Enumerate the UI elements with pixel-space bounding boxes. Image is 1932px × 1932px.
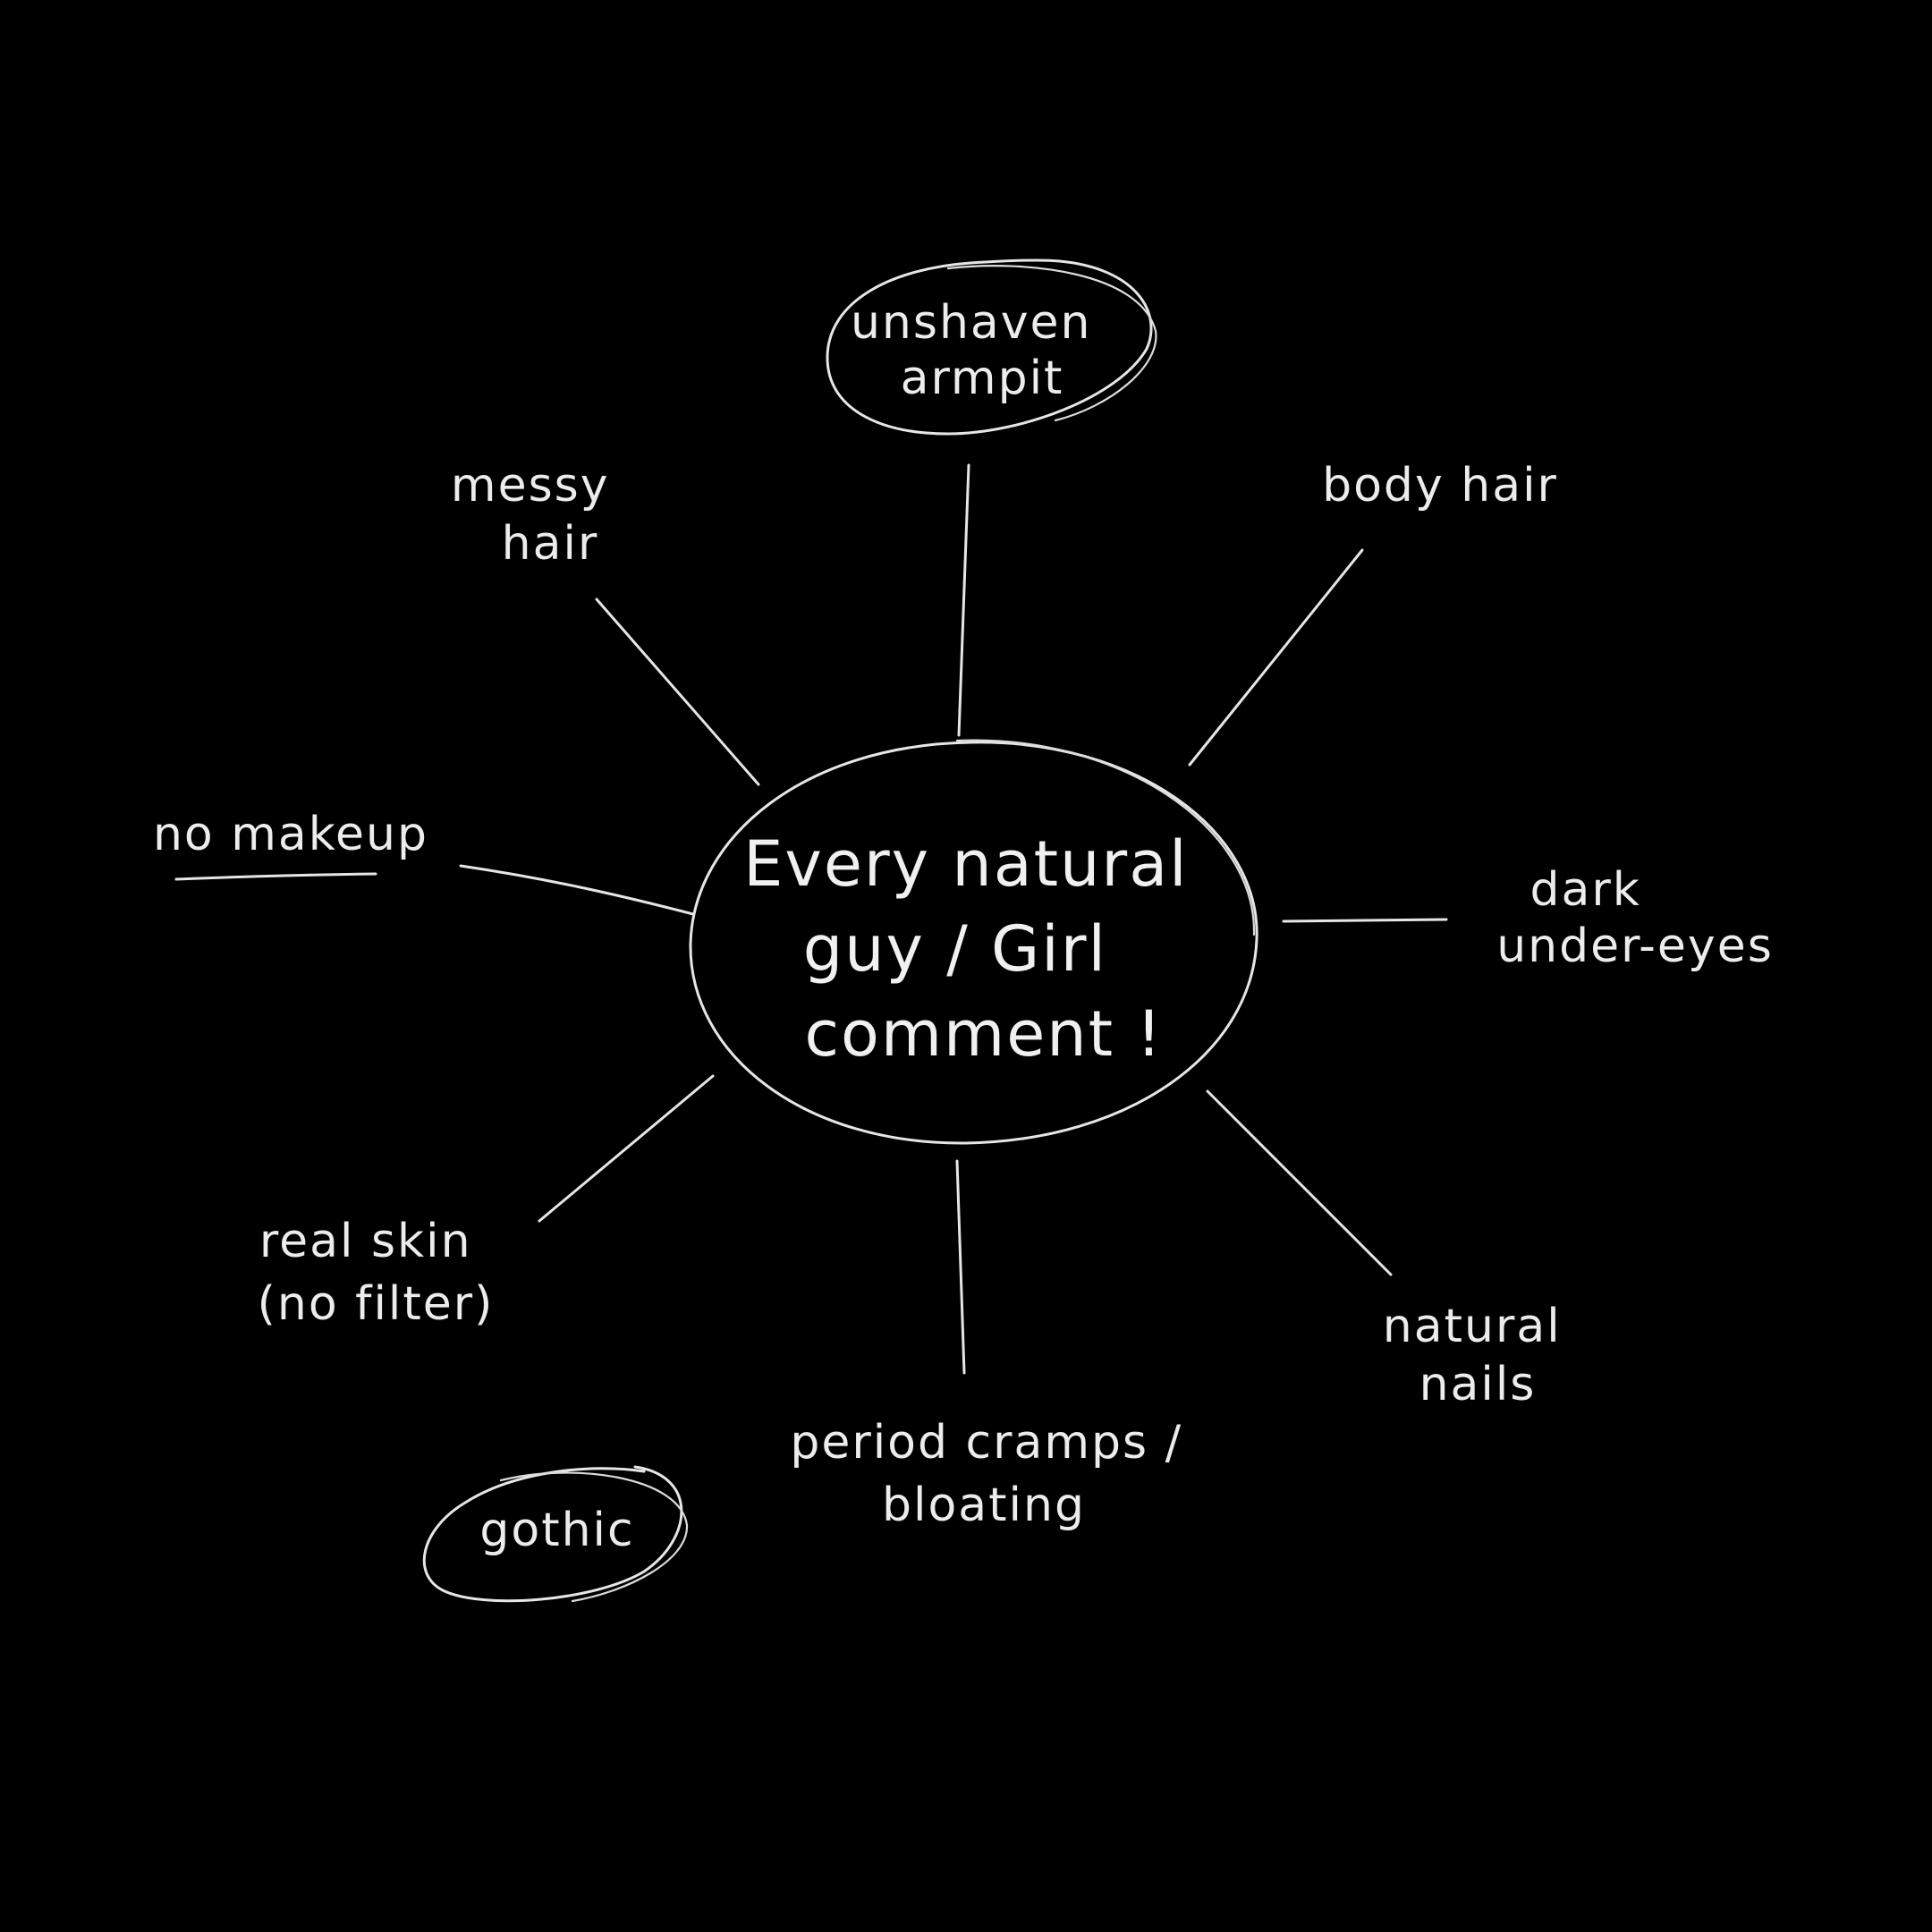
label-no-filter: (no filter) [258,1277,495,1331]
svg-text:Every natural guy / Girl: Every natural guy / Girl comment ! [743,827,1210,1071]
svg-text:natural nails: natural nails [1383,1300,1578,1411]
svg-text:messy hair: messy hair [451,459,626,571]
node-unshaven-armpit: unshaven armpit [826,258,1157,436]
svg-text:real skin (no filter): real skin (no filter) [258,1215,495,1331]
label-nails: nails [1419,1358,1537,1411]
svg-text:unshaven armpit: unshaven armpit [851,296,1108,405]
connectors [459,463,1448,1375]
center-line-2: guy / Girl [803,912,1107,986]
connector-unshaven-armpit [957,463,970,737]
node-gothic: gothic [422,1465,689,1603]
center-ellipse [689,741,1258,1145]
node-body-hair: body hair [1322,459,1558,513]
connector-body-hair [1188,548,1364,767]
svg-text:body hair: body hair [1322,459,1558,513]
connector-no-makeup [459,864,695,916]
node-messy-hair: messy hair [451,459,626,571]
connector-messy-hair [595,597,760,786]
label-messy: messy [451,459,610,513]
circle-gothic [422,1465,683,1603]
center-node: Every natural guy / Girl comment ! [689,739,1258,1145]
svg-text:period cramps / bloatin: period cramps / bloating [790,1416,1199,1532]
connector-dark-under-eyes [1282,918,1448,923]
connector-period-cramps [955,1159,966,1375]
node-dark-under-eyes: dark under-eyes [1496,863,1774,973]
svg-text:dark under-eyes: dark under-eyes [1496,863,1774,973]
connector-real-skin [538,1074,715,1223]
node-no-makeup: no makeup [153,808,428,881]
label-unshaven: unshaven [851,296,1092,350]
label-under-eyes: under-eyes [1496,919,1774,973]
label-bloating: bloating [882,1479,1086,1532]
label-period-cramps: period cramps / [790,1416,1182,1470]
center-line-1: Every natural [743,827,1188,901]
label-dark: dark [1530,863,1641,917]
connector-natural-nails [1206,1089,1393,1276]
label-natural: natural [1383,1300,1562,1353]
center-line-3: comment ! [805,997,1164,1071]
label-hair: hair [502,517,599,571]
node-real-skin: real skin (no filter) [258,1215,495,1331]
label-gothic: gothic [479,1504,634,1557]
svg-text:no makeup: no makeup [153,808,428,861]
node-period-cramps: period cramps / bloating [790,1416,1199,1532]
svg-text:gothic: gothic [479,1504,634,1557]
label-no-makeup: no makeup [153,808,428,861]
label-armpit: armpit [901,352,1064,405]
circle-unshaven-armpit [826,258,1153,436]
node-natural-nails: natural nails [1383,1300,1578,1411]
label-real-skin: real skin [259,1215,472,1268]
label-body-hair: body hair [1322,459,1558,513]
underline-no-makeup [174,872,377,881]
